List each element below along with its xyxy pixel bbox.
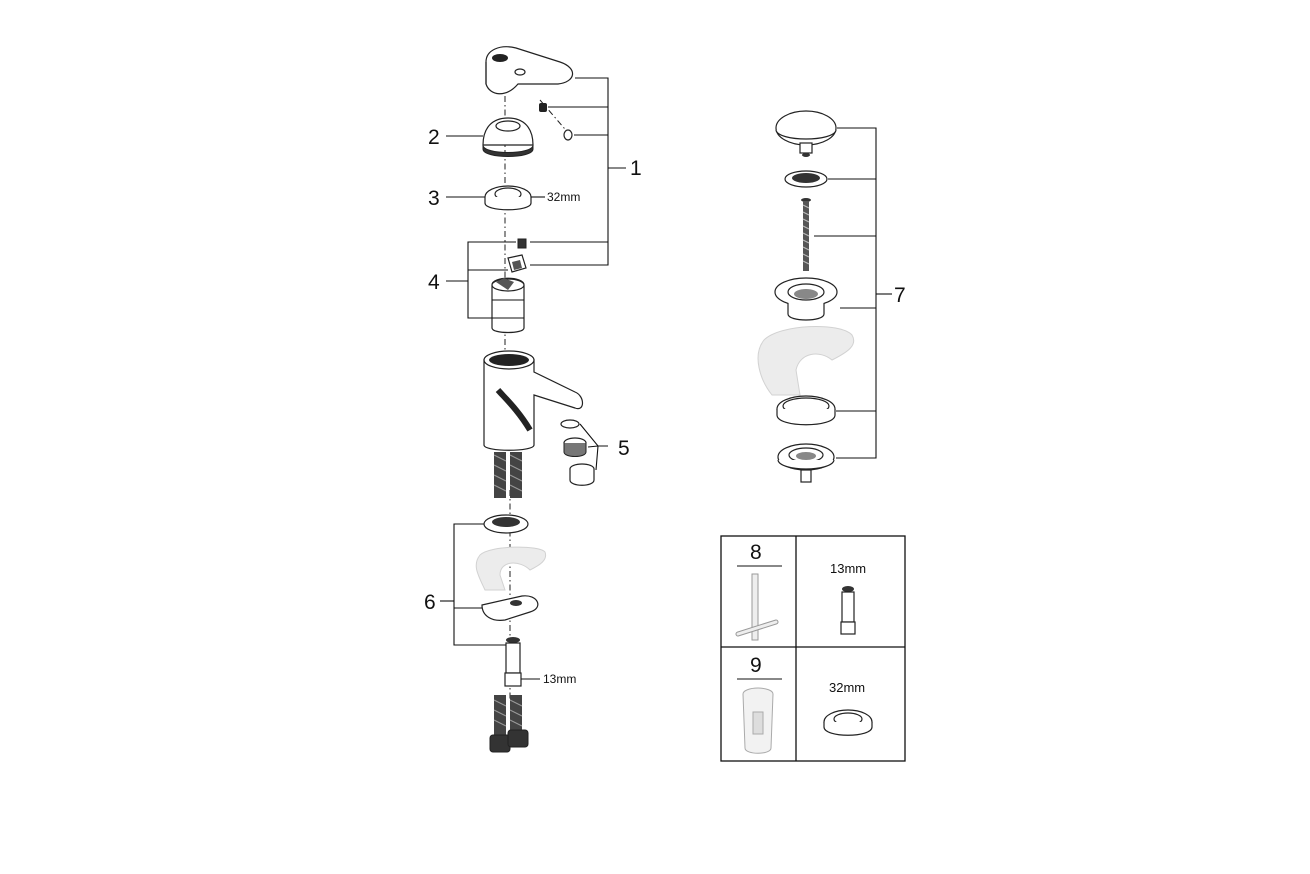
tool-row-9: 9 32mm [737,654,873,754]
supply-hoses-upper [493,452,523,498]
tool-row-8: 8 13mm [735,541,866,641]
aerator-washer [560,419,580,429]
callout-2: 2 [428,126,440,149]
connector-13mm [504,637,522,687]
tool-number-8: 8 [750,541,762,564]
lever-handle [485,46,574,95]
waste-assembly: 7 [757,110,906,483]
aerator-housing [569,463,595,486]
callout-4: 4 [428,271,440,294]
tools-table: 8 13mm 9 32mm [720,535,906,762]
key-tool [735,573,779,641]
fixing-plate [481,595,539,621]
waste-plug [775,110,837,157]
leader-lines-right [814,127,892,459]
cartridge-screw [517,238,527,249]
callout-5: 5 [618,437,630,460]
waste-rod [801,198,811,271]
faucet-body [483,350,584,451]
callout-1: 1 [630,157,642,180]
connector-size-label: 13mm [543,672,576,686]
tool-number-9: 9 [750,654,762,677]
callout-6: 6 [424,591,436,614]
tool-size-9: 32mm [829,680,865,695]
nut-32mm [484,185,532,211]
connector-tool [840,586,856,635]
dome-cover [482,117,534,157]
waste-gasket [776,395,836,426]
screw-axis [539,99,571,136]
socket-tool [742,687,774,754]
waste-body [774,277,838,321]
handle-screw [539,103,547,112]
waste-flange [777,443,835,483]
cartridge-adapter [507,254,527,273]
tool-size-8: 13mm [830,561,866,576]
sink-outline-right [757,325,855,396]
leader-lines-left [440,77,626,680]
supply-hoses-lower [489,695,529,753]
aerator-insert [563,437,587,457]
sink-outline-left [475,546,547,591]
nut-tool [823,709,873,736]
fixing-ring [483,514,529,534]
callout-3: 3 [428,187,440,210]
waste-seal [784,170,828,188]
screw-cap [563,129,573,141]
cartridge [491,277,525,334]
nut-size-label: 32mm [547,190,580,204]
callout-7: 7 [894,284,906,307]
faucet-assembly: 1 2 3 4 5 6 32mm 13mm [424,46,642,753]
